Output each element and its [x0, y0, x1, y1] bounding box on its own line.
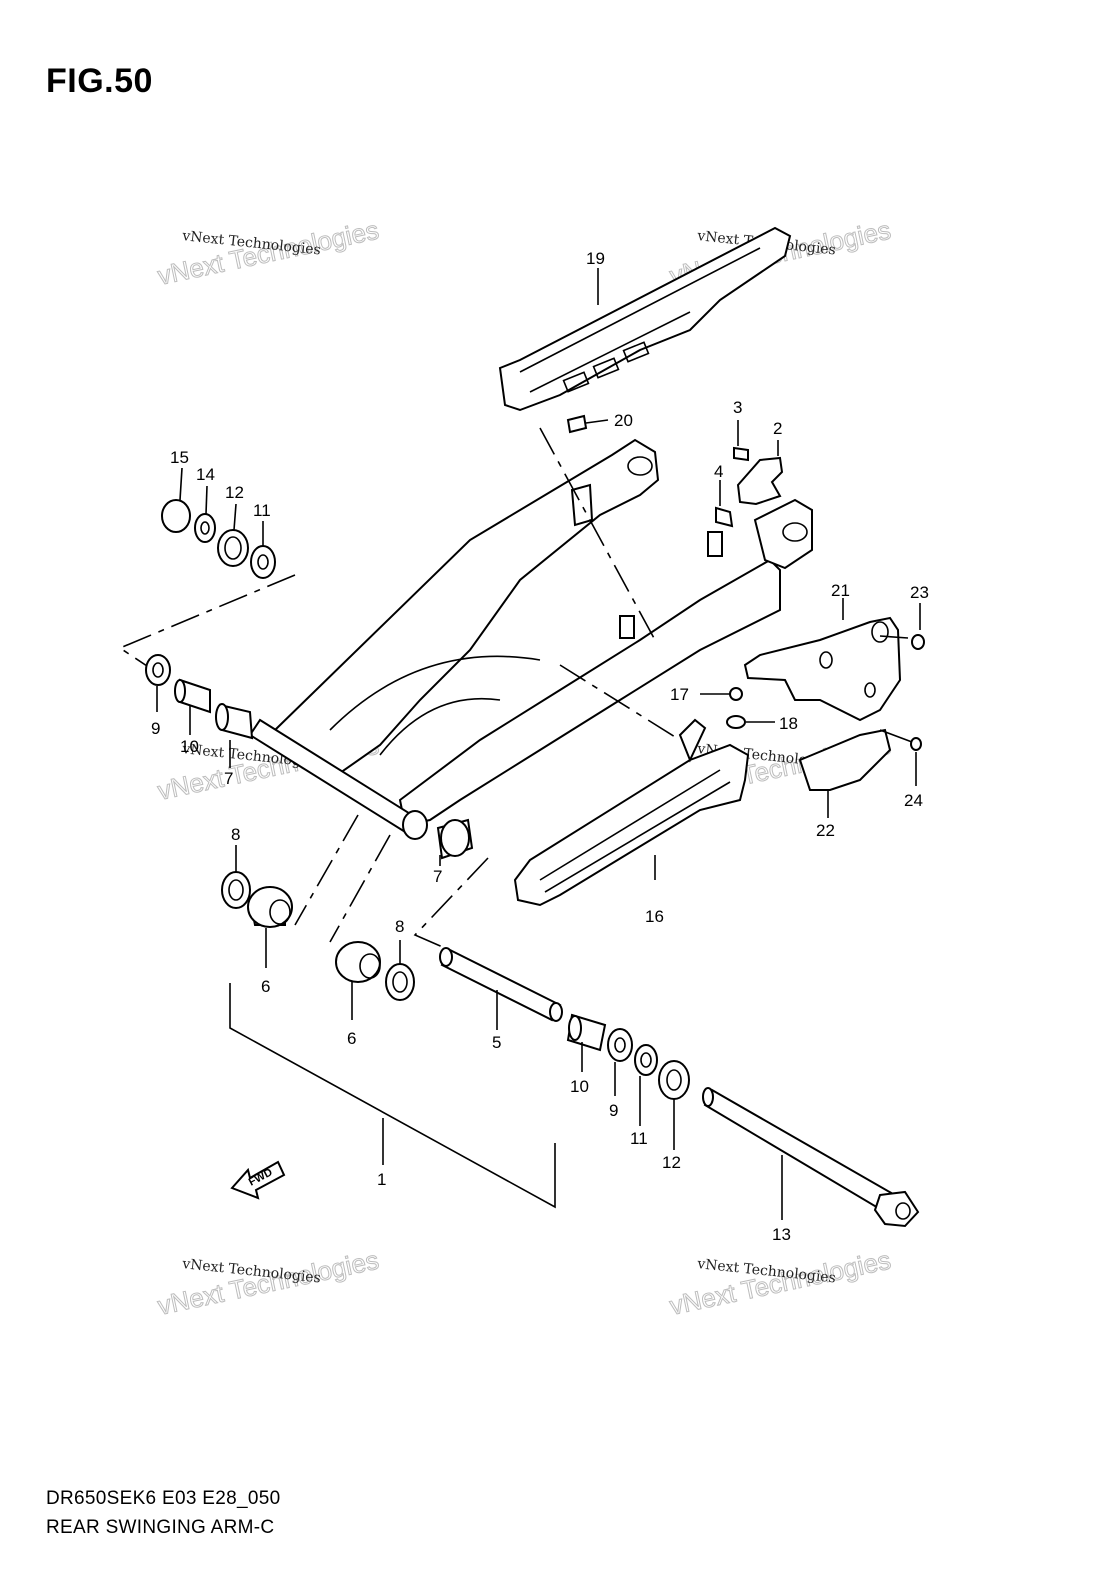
- watermark-top-left: vNext Technologies vNext Technologies: [155, 214, 382, 291]
- spacer-tube-part-5: [439, 947, 563, 1030]
- centerline-upper-left: [118, 574, 296, 669]
- callout-19: 19: [586, 249, 605, 268]
- callout-11-upper: 11: [253, 501, 271, 520]
- bracket-part-22: [798, 728, 892, 818]
- bolt-part-20: [566, 414, 609, 434]
- centerline-chain-buffer: [559, 664, 681, 741]
- washer-part-11-lower: [634, 1044, 658, 1126]
- bushing-part-6-right: [335, 941, 381, 1020]
- callout-13: 13: [772, 1225, 791, 1244]
- centerline-right-bushing: [329, 834, 391, 943]
- washer-part-14: [194, 485, 216, 543]
- chain-buffer-part-16: [513, 718, 750, 907]
- callout-10-upper: 10: [180, 737, 199, 756]
- screw-part-17: [700, 687, 743, 701]
- callout-14: 14: [196, 465, 215, 484]
- callout-12-upper: 12: [225, 483, 244, 502]
- bushing-part-6-left: [247, 886, 293, 968]
- callout-15: 15: [170, 448, 189, 467]
- callout-16: 16: [645, 907, 664, 926]
- callout-20: 20: [614, 411, 633, 430]
- callout-21: 21: [831, 581, 850, 600]
- watermark-bottom-right: vNext Technologies vNext Technologies: [667, 1244, 894, 1321]
- clip-part-4: [715, 480, 734, 528]
- bracket-part-21: [743, 598, 902, 722]
- callout-8-right: 8: [395, 917, 404, 936]
- callout-9-upper: 9: [151, 719, 160, 738]
- callout-22: 22: [816, 821, 835, 840]
- seal-part-8-right: [385, 940, 415, 1001]
- callout-3: 3: [733, 398, 742, 417]
- callout-8-left: 8: [231, 825, 240, 844]
- bolt-part-23: [879, 603, 925, 650]
- centerline-left-bushing: [294, 814, 359, 926]
- pivot-shaft-part-13: [702, 1087, 920, 1228]
- diagram-name: REAR SWINGING ARM-C: [46, 1517, 275, 1538]
- callout-11-lower: 11: [630, 1129, 648, 1148]
- callout-6-right: 6: [347, 1029, 356, 1048]
- bushing-part-10-lower: [566, 1013, 607, 1072]
- callout-10-lower: 10: [570, 1077, 589, 1096]
- spacer-part-12: [217, 503, 249, 567]
- chain-guard-part-19: [498, 226, 792, 412]
- fwd-arrow-icon: FWD: [230, 1160, 286, 1200]
- seal-part-8-left: [221, 845, 251, 909]
- diagram-code: DR650SEK6 E03 E28_050: [46, 1488, 281, 1509]
- nut-part-15: [161, 467, 191, 533]
- callout-9-lower: 9: [609, 1101, 618, 1120]
- callout-18: 18: [779, 714, 798, 733]
- washer-part-18: [726, 715, 775, 729]
- callout-2: 2: [773, 419, 782, 438]
- figure-title: FIG.50: [46, 62, 153, 100]
- callout-24: 24: [904, 791, 923, 810]
- callout-1: 1: [377, 1170, 386, 1189]
- seal-part-9-upper: [145, 654, 171, 712]
- callout-6-left: 6: [261, 977, 270, 996]
- swing-arm-body: [248, 438, 813, 840]
- spacer-part-12-lower: [658, 1060, 690, 1150]
- centerline-chain-guard: [539, 427, 656, 641]
- callout-23: 23: [910, 583, 929, 602]
- screw-part-3: [733, 420, 749, 462]
- assembly-bracket-part-1: [229, 983, 556, 1209]
- bracket-part-2: [736, 440, 784, 506]
- bearing-part-7-lower: [436, 818, 474, 866]
- bolt-part-24: [879, 729, 922, 786]
- bushing-part-10-upper: [174, 678, 211, 735]
- bearing-part-7-upper: [215, 703, 254, 768]
- callout-4: 4: [714, 462, 723, 481]
- centerline-pivot-shaft: [413, 857, 489, 949]
- callout-17: 17: [670, 685, 689, 704]
- washer-part-11-upper: [250, 521, 276, 579]
- callout-12-lower: 12: [662, 1153, 681, 1172]
- callout-7-upper: 7: [224, 769, 233, 788]
- callout-labels: 1 2 3 4 5 6 6 7 7 8 8 9 9 10 10 11 11 12…: [151, 249, 929, 1244]
- callout-7-lower: 7: [433, 867, 442, 886]
- callout-5: 5: [492, 1033, 501, 1052]
- watermark-bottom-left: vNext Technologies vNext Technologies: [155, 1244, 382, 1321]
- seal-part-9-lower: [607, 1028, 633, 1096]
